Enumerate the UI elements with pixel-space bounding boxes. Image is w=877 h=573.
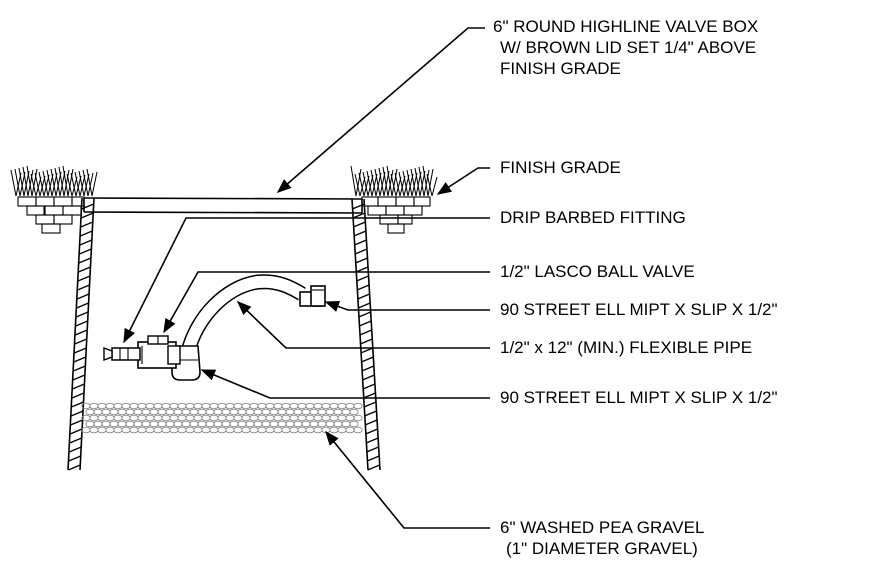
callout-valve-box: 6" ROUND HIGHLINE VALVE BOX W/ BROWN LID… <box>493 16 758 79</box>
valve-box-wall-left <box>67 197 95 471</box>
callout-ball-valve: 1/2" LASCO BALL VALVE <box>500 262 695 281</box>
soil-left <box>17 196 85 234</box>
callout-valve-box-line2: W/ BROWN LID SET 1/4" ABOVE <box>500 38 757 57</box>
valve-box-wall-right <box>351 198 381 471</box>
callout-street-ell-bottom: 90 STREET ELL MIPT X SLIP X 1/2" <box>500 388 778 407</box>
valve-box-lid <box>83 197 363 214</box>
leader-finish-grade <box>436 167 490 195</box>
callout-valve-box-line1: 6" ROUND HIGHLINE VALVE BOX <box>493 17 759 36</box>
callout-valve-box-line3: FINISH GRADE <box>500 59 621 78</box>
drip-barbed-fitting <box>103 346 141 362</box>
leader-ball-valve <box>163 271 490 334</box>
callout-pea-gravel-line1: 6" WASHED PEA GRAVEL <box>500 518 705 537</box>
turf-right <box>350 165 438 197</box>
callout-street-ell-top: 90 STREET ELL MIPT X SLIP X 1/2" <box>500 300 778 319</box>
ball-valve <box>137 335 181 369</box>
street-ell-top <box>299 285 326 307</box>
callout-pea-gravel-line2: (1" DIAMETER GRAVEL) <box>506 539 698 558</box>
soil-right <box>361 196 431 234</box>
turf-left <box>10 165 98 197</box>
leader-street-ell-bottom <box>200 369 490 399</box>
callout-flexible-pipe: 1/2" x 12" (MIN.) FLEXIBLE PIPE <box>500 338 753 357</box>
pea-gravel-bed <box>81 402 363 434</box>
leader-pea-gravel <box>325 430 490 529</box>
leader-street-ell-top <box>324 301 490 312</box>
callout-finish-grade: FINISH GRADE <box>500 158 621 177</box>
callout-pea-gravel: 6" WASHED PEA GRAVEL (1" DIAMETER GRAVEL… <box>500 517 704 559</box>
leader-drip-barbed-fitting <box>123 217 490 344</box>
leader-flexible-pipe <box>236 301 490 349</box>
flexible-pipe <box>180 274 306 355</box>
leader-valve-box <box>276 27 485 193</box>
callout-drip-barbed-fitting: DRIP BARBED FITTING <box>500 208 686 227</box>
